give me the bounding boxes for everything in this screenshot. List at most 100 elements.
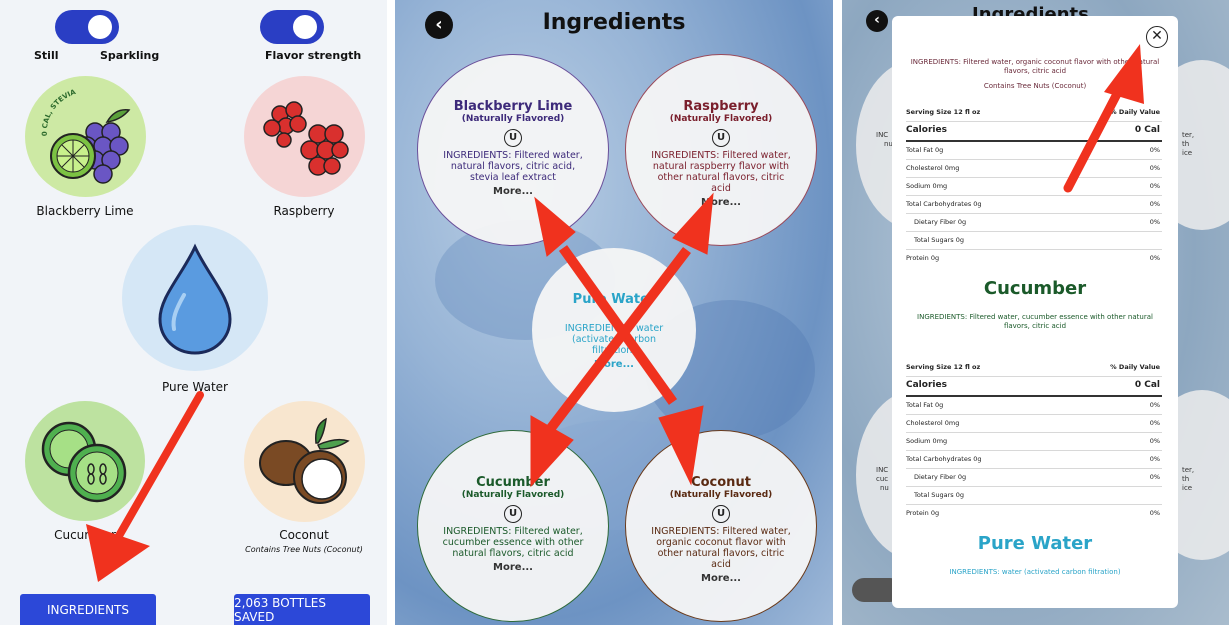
ingredient-card-title: Coconut [691, 475, 751, 490]
more-link[interactable]: More... [701, 197, 741, 208]
flavor-name-raspberry: Raspberry [273, 204, 335, 218]
bg-fragment: INC [876, 466, 889, 474]
water-drop-icon [158, 243, 232, 355]
ingredient-card-subtitle: (Naturally Flavored) [669, 114, 773, 124]
bottles-saved-button[interactable]: 2,063 BOTTLES SAVED [234, 594, 370, 625]
bg-fragment: INC [876, 131, 889, 139]
back-arrow-icon[interactable]: ‹ [425, 11, 453, 39]
blackberry-lime-circle[interactable]: 0 CAL, STEVIA [25, 76, 146, 197]
ingredient-card-title: Raspberry [683, 99, 759, 114]
nutrient-label: Total Sugars 0g [914, 491, 964, 499]
ingredient-card-text: INGREDIENTS: Filtered water, cucumber es… [442, 526, 584, 559]
cucumber-circle[interactable] [25, 401, 145, 521]
section-title-cucumber: Cucumber [983, 278, 1087, 299]
red-arrow-overlay [530, 192, 714, 488]
section-ingredients-pure-water: INGREDIENTS: water (activated carbon fil… [949, 568, 1121, 576]
more-link[interactable]: More... [493, 186, 533, 197]
ingredients-button[interactable]: INGREDIENTS [20, 594, 156, 625]
arrow-shaft [547, 246, 691, 432]
kosher-u-icon: U [712, 129, 730, 147]
more-link[interactable]: More... [594, 359, 634, 370]
nutrition-modal: ✕ INGREDIENTS: Filtered water, organic c… [892, 16, 1178, 608]
close-icon[interactable]: ✕ [1146, 26, 1168, 48]
flavor-name-blackberry-lime: Blackberry Lime [36, 204, 134, 218]
flavor-strength-label: Flavor strength [265, 49, 362, 62]
nutrient-value: 0% [1149, 401, 1160, 409]
serving-size-row: Serving Size 12 fl oz% Daily Value [906, 359, 1162, 377]
bg-fragment: th [1182, 475, 1190, 483]
bg-fragment: ice [1182, 149, 1193, 157]
nutrient-label: Cholesterol 0mg [906, 164, 960, 172]
nutrient-row: Sodium 0mg 0% [906, 433, 1162, 451]
bg-fragment: nu [884, 140, 893, 148]
nutrient-value: 0% [1149, 182, 1160, 190]
nutrient-row: Protein 0g 0% [906, 505, 1162, 522]
ingredient-card-text: INGREDIENTS: Filtered water, natural fla… [443, 150, 583, 183]
coconut-icon [259, 417, 350, 504]
ingredient-card-cucumber[interactable]: Cucumber (Naturally Flavored) U INGREDIE… [417, 430, 609, 622]
serving-size-row: Serving Size 12 fl oz% Daily Value [906, 104, 1162, 122]
blackberry-lime-icon: 0 CAL, STEVIA [41, 88, 131, 184]
section-ingredients-cucumber: INGREDIENTS: Filtered water, cucumber es… [917, 313, 1153, 330]
nutrient-value: 0% [1149, 419, 1160, 427]
still-sparkling-toggle[interactable] [55, 10, 119, 44]
nutrient-value: 0% [1149, 200, 1160, 208]
bg-fragment: ter, [1182, 466, 1195, 474]
flavor-name-coconut: Coconut [279, 528, 329, 542]
ingredient-card-subtitle: (Naturally Flavored) [461, 114, 565, 124]
calories-value: 0 Cal [1134, 125, 1160, 135]
nutrient-label: Protein 0g [906, 509, 940, 517]
page-title: Ingredients [542, 10, 686, 35]
flavor-strength-toggle[interactable] [260, 10, 324, 44]
arrow-shaft [108, 391, 204, 552]
kosher-u-icon: U [712, 505, 730, 523]
nutrient-row: Total Carbohydrates 0g 0% [906, 196, 1162, 214]
coconut-allergen-note: Contains Tree Nuts (Coconut) [245, 545, 363, 554]
nutrient-label: Total Fat 0g [906, 401, 944, 409]
raspberry-circle[interactable] [244, 76, 365, 197]
more-link[interactable]: More... [701, 573, 741, 584]
red-arrow-overlay [1063, 44, 1144, 193]
section-ingredients: INGREDIENTS: Filtered water, organic coc… [910, 58, 1160, 75]
calories-label: Calories [906, 380, 947, 390]
nutrient-row: Total Sugars 0g [906, 487, 1162, 505]
nutrient-value: 0% [1149, 509, 1160, 517]
ingredient-card-subtitle: (Naturally Flavored) [461, 490, 565, 500]
nutrient-label: Total Sugars 0g [914, 236, 964, 244]
arrow-shaft [1063, 87, 1123, 193]
nutrient-label: Cholesterol 0mg [906, 419, 960, 427]
nutrient-label: Sodium 0mg [906, 437, 948, 445]
nutrient-label: Sodium 0mg [906, 182, 948, 190]
bg-fragment: th [1182, 140, 1190, 148]
daily-value-label: % Daily Value [1110, 363, 1160, 371]
ingredient-card-blackberry-lime[interactable]: Blackberry Lime (Naturally Flavored) U I… [417, 54, 609, 246]
nutrient-value: 0% [1149, 437, 1160, 445]
toggle-knob [88, 15, 112, 39]
nutrient-label: Dietary Fiber 0g [914, 218, 967, 226]
coconut-circle[interactable] [244, 401, 365, 522]
calories-label: Calories [906, 125, 947, 135]
arrow-head [86, 524, 150, 582]
red-arrow-overlay [86, 391, 204, 582]
flavor-selection-screen: Still Sparkling Flavor strength 0 CAL, S… [0, 0, 387, 625]
more-link[interactable]: More... [493, 562, 533, 573]
arrow-head [534, 196, 576, 257]
ingredient-card-coconut[interactable]: Coconut (Naturally Flavored) U INGREDIEN… [625, 430, 817, 622]
nutrient-value: 0% [1149, 455, 1160, 463]
pure-water-circle[interactable] [122, 225, 268, 371]
back-arrow-icon[interactable]: ‹ [866, 10, 888, 32]
nutrient-label: Protein 0g [906, 254, 940, 262]
nutrient-value: 0% [1149, 218, 1160, 226]
ingredient-card-subtitle: (Naturally Flavored) [669, 490, 773, 500]
nutrient-value: 0% [1149, 473, 1160, 481]
daily-value-label: % Daily Value [1110, 108, 1160, 116]
bg-fragment: ice [1182, 484, 1193, 492]
ingredient-card-raspberry[interactable]: Raspberry (Naturally Flavored) U INGREDI… [625, 54, 817, 246]
nutrient-label: Total Carbohydrates 0g [906, 200, 982, 208]
toggle-knob [293, 15, 317, 39]
